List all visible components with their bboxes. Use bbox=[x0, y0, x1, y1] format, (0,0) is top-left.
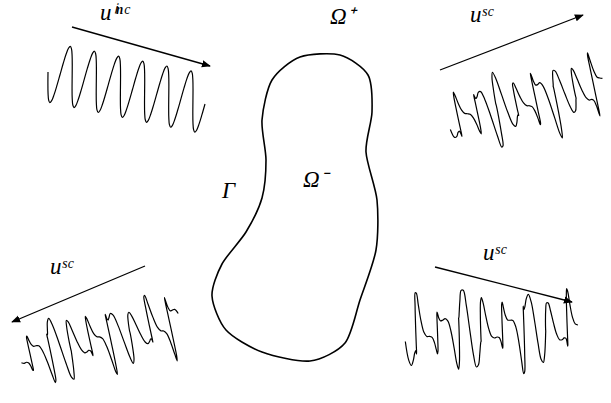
wave-curve bbox=[450, 53, 602, 147]
wave-label: uˢᶜ bbox=[50, 254, 72, 279]
wave-label: uˢᶜ bbox=[483, 240, 505, 265]
obstacle-region: Ω⁻ bbox=[200, 45, 390, 370]
region-label: Ω⁺ bbox=[330, 4, 355, 29]
wave-label: uⁱⁿᶜ bbox=[100, 0, 129, 25]
obstacle-outline bbox=[200, 45, 390, 370]
boundary-curve bbox=[212, 54, 378, 361]
scattered-arrow bbox=[435, 267, 572, 302]
wave-curve bbox=[405, 289, 578, 374]
incident-arrow bbox=[72, 27, 210, 66]
wave-curve bbox=[21, 295, 178, 382]
scattered-arrow bbox=[440, 15, 583, 70]
wave-label: uˢᶜ bbox=[470, 2, 492, 27]
boundary-label: Γ bbox=[222, 178, 235, 203]
region-label: Ω⁻ bbox=[303, 167, 328, 192]
scattered-arrow bbox=[12, 266, 145, 322]
wave-curve bbox=[48, 46, 205, 132]
